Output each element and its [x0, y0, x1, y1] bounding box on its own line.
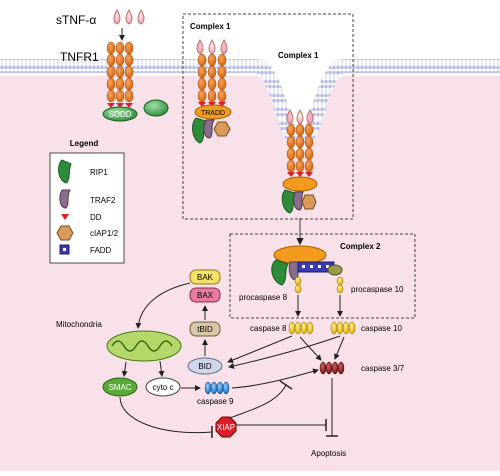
bak-protein: [189, 269, 221, 285]
mitochondrion-icon: [106, 330, 182, 362]
receptor-label: TNFR1: [60, 50, 99, 64]
tbid-protein: [189, 321, 221, 337]
legend: Legend RIP1 TRAF2 DD cIAP1/2 FADD: [49, 139, 125, 264]
caspase8-label: caspase 8: [250, 324, 287, 333]
mito-to-smac-arrow: [121, 361, 128, 377]
caspase37-protein: [319, 361, 345, 375]
cytoc-protein: [145, 377, 181, 397]
caspase9-protein: [204, 381, 230, 395]
procaspase10-label: procaspase 10: [351, 285, 404, 294]
bid-protein: [187, 357, 223, 375]
xiap-label: XIAP: [217, 423, 235, 432]
free-protein-green: [143, 99, 169, 117]
bak-bax-to-mito-arrow: [135, 282, 191, 329]
cytoplasm-region: [0, 76, 500, 471]
legend-rip1-label: RIP1: [90, 168, 108, 177]
caspase8-protein: [288, 321, 314, 335]
apoptosis-label: Apoptosis: [311, 449, 346, 458]
mito-to-cytoc-arrow: [158, 360, 165, 377]
caspase10-label: caspase 10: [361, 324, 402, 333]
rip1-icon: [58, 159, 72, 184]
caspase37-label: caspase 3/7: [361, 364, 405, 373]
legend-title: Legend: [70, 139, 99, 148]
ciap-icon: [56, 225, 74, 241]
casp9-to-casp37-arrow: [231, 368, 319, 389]
casp10-to-bid-arrow: [228, 335, 341, 369]
death-domain-icon: [61, 214, 69, 220]
smac-label: SMAC: [108, 383, 131, 392]
traf2-icon: [59, 189, 71, 209]
tnfr1-receptor-complex1: TRADD: [192, 39, 232, 144]
xiap-stop-icon: [215, 416, 237, 438]
complex2-box: [229, 233, 416, 319]
complex1-box: [182, 13, 354, 220]
casp8-to-casp37-arrow: [299, 336, 322, 361]
tnfr1-receptor-internalized: [281, 109, 318, 214]
xiap-inhibits-casp9-line: [229, 384, 287, 419]
casp8-to-bid-arrow: [227, 335, 293, 363]
procaspase8-label: procaspase 8: [239, 293, 288, 302]
legend-ciap-label: cIAP1/2: [90, 229, 119, 238]
complex1-membrane-label: Complex 1: [278, 51, 319, 60]
tbid-label: tBID: [197, 325, 213, 334]
ligand-label: sTNF-α: [56, 13, 96, 27]
complex1-box-label: Complex 1: [190, 22, 231, 31]
complex2-label: Complex 2: [340, 242, 381, 251]
bax-label: BAX: [197, 291, 214, 300]
legend-dd-label: DD: [90, 213, 102, 222]
caspase10-protein: [330, 321, 356, 335]
bak-label: BAK: [197, 273, 214, 282]
sodd-protein: SODD: [102, 106, 138, 122]
traf2-c1: [203, 119, 215, 139]
casp10-to-casp37-arrow: [334, 336, 345, 360]
smac-inhibits-xiap-line: [119, 396, 213, 434]
ciap-c1: [213, 121, 231, 137]
cytoc-label: cyto c: [153, 383, 174, 392]
tnfr1-receptor-free: [106, 41, 134, 108]
mitochondria-label: Mitochondria: [56, 320, 102, 329]
xiap-inhibits-casp9-bar: [279, 380, 293, 390]
ligand-trimer-free: [113, 9, 145, 25]
complex2-assembly: [271, 245, 344, 294]
legend-traf2-label: TRAF2: [90, 196, 116, 205]
tradd-label: TRADD: [201, 110, 225, 117]
bax-protein: [189, 287, 221, 303]
sodd-label: SODD: [108, 110, 131, 119]
smac-protein: [102, 377, 138, 397]
legend-fadd-label: FADD: [90, 246, 112, 255]
bid-label: BID: [198, 362, 212, 371]
caspase9-label: caspase 9: [197, 397, 234, 406]
